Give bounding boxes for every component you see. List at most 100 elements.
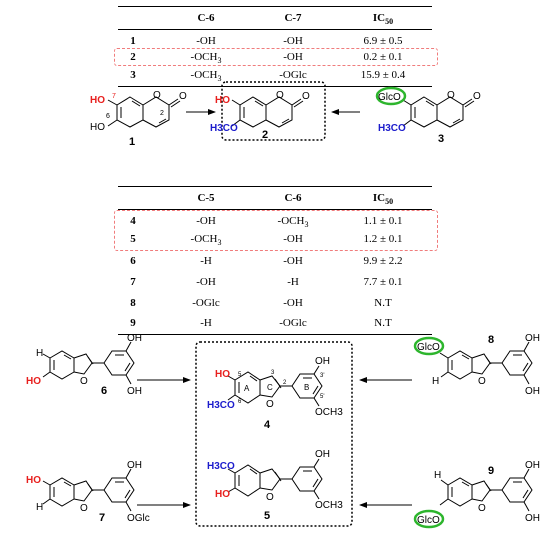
- row-c6: -OGlc: [279, 317, 307, 329]
- compound-number: 1: [129, 136, 135, 148]
- row-id: 4: [130, 215, 136, 227]
- position-label: 5: [238, 372, 242, 378]
- ring-label-c: C: [267, 383, 273, 392]
- hydrogen-label: H: [36, 348, 43, 359]
- row-c6: -OCH3: [277, 215, 309, 230]
- ring-oxygen-label: O: [153, 90, 161, 101]
- ring-oxygen-label: O: [80, 503, 88, 514]
- table-header-c6: C-6: [197, 12, 215, 24]
- position-label: 3': [320, 373, 324, 379]
- compound-number: 7: [99, 512, 105, 524]
- compound-number: 8: [488, 334, 494, 346]
- row-ic50: 1.2 ± 0.1: [363, 233, 403, 245]
- coumarin-1-skeleton: [107, 96, 181, 128]
- table-header-c7: C-7: [284, 12, 302, 24]
- ring-oxygen-label: O: [80, 376, 88, 387]
- position-label: 3: [271, 370, 275, 376]
- position-label: 7: [112, 93, 116, 100]
- table-coumarins: C-6 C-7 IC50 1 -OH -OH 6.9 ± 0.5 2 -OCH3…: [114, 6, 438, 87]
- row-id: 6: [130, 255, 136, 267]
- ring-oxygen-label: O: [276, 90, 284, 101]
- compound-number: 2: [262, 129, 268, 141]
- row-ic50: 9.9 ± 2.2: [363, 255, 403, 267]
- position-label: 6: [106, 113, 110, 120]
- hydroxy-label: OH: [127, 333, 142, 344]
- hydroxy-label: HO: [26, 475, 41, 486]
- glycoside-highlight: [375, 86, 407, 106]
- benzofuran-9-skeleton: [439, 468, 533, 512]
- row-id: 7: [130, 276, 136, 288]
- table-header-ic50: IC50: [372, 192, 394, 207]
- ring-oxygen-label: O: [266, 492, 274, 503]
- hydrogen-label: H: [434, 470, 441, 481]
- result-box-benzofuran: [195, 341, 353, 527]
- hydroxy-label: OH: [525, 386, 540, 397]
- methoxy-label: OCH3: [315, 407, 343, 418]
- table-bottom-rule: [118, 86, 432, 87]
- compound-number: 3: [438, 133, 444, 145]
- highlight-box-compound-2: [114, 48, 438, 66]
- compound-number: 6: [101, 385, 107, 397]
- row-ic50: 15.9 ± 0.4: [360, 69, 406, 81]
- result-box-coumarin: [221, 81, 326, 141]
- hydroxy-label: HO: [90, 95, 105, 106]
- table-header-c6: C-6: [284, 192, 302, 204]
- glycoside-highlight: [413, 336, 445, 356]
- glucoside-label: GlcO: [417, 515, 440, 526]
- row-c5: -OH: [196, 215, 216, 227]
- row-ic50: N.T: [374, 317, 392, 329]
- table-header-c5: C-5: [197, 192, 215, 204]
- row-c6: -OH: [196, 35, 216, 47]
- benzofuran-5-skeleton: [227, 458, 323, 500]
- row-id: 1: [130, 35, 136, 47]
- table-benzofurans: C-5 C-6 IC50 4 -OH -OCH3 1.1 ± 0.1 5 -OC…: [114, 186, 438, 336]
- row-c6: -OH: [283, 297, 303, 309]
- benzofuran-6-skeleton: [42, 341, 135, 385]
- table-header-rule: [118, 29, 432, 30]
- compound-number: 4: [264, 419, 271, 431]
- table-bottom-rule: [118, 334, 432, 335]
- position-label: 6: [238, 399, 242, 405]
- position-label: 2: [283, 380, 287, 386]
- row-c5: -H: [200, 317, 212, 329]
- compound-number: 5: [264, 510, 270, 522]
- hydroxy-label: OH: [315, 449, 330, 460]
- row-c6: -OCH3: [190, 69, 222, 84]
- row-c6: -H: [287, 276, 299, 288]
- highlight-box-compounds-4-5: [114, 210, 438, 251]
- position-label: 2: [160, 110, 164, 117]
- row-c6: -OH: [283, 255, 303, 267]
- position-label: 5': [320, 394, 324, 400]
- row-c7: -OH: [283, 51, 303, 63]
- row-c7: -OH: [283, 35, 303, 47]
- row-ic50: N.T: [374, 297, 392, 309]
- methoxy-label: H3CO: [210, 123, 238, 134]
- row-ic50: 0.2 ± 0.1: [363, 51, 403, 63]
- hydroxy-label: OH: [525, 333, 540, 344]
- hydroxy-label: OH: [525, 460, 540, 471]
- ring-label-b: B: [304, 383, 309, 392]
- hydroxy-label: OH: [127, 386, 142, 397]
- row-c6: -OCH3: [190, 51, 222, 66]
- hydroxy-label: HO: [215, 489, 230, 500]
- methoxy-label: H3CO: [207, 461, 235, 472]
- hydroxy-label: HO: [26, 376, 41, 387]
- benzofuran-4-skeleton: [227, 365, 323, 407]
- row-id: 8: [130, 297, 136, 309]
- table-header-rule: [118, 209, 432, 210]
- hydrogen-label: H: [36, 502, 43, 513]
- ring-oxygen-label: O: [447, 90, 455, 101]
- glucoside-label: OGlc: [127, 513, 150, 524]
- row-id: 3: [130, 69, 136, 81]
- ring-oxygen-label: O: [478, 376, 486, 387]
- hydroxy-label: HO: [215, 369, 230, 380]
- ring-oxygen-label: O: [478, 503, 486, 514]
- ring-oxygen-label: O: [266, 399, 274, 410]
- methoxy-label: H3CO: [207, 400, 235, 411]
- table-header-ic50: IC50: [372, 12, 394, 27]
- coumarin-3-skeleton: [402, 96, 475, 128]
- hydroxy-label: HO: [90, 122, 105, 133]
- row-ic50: 6.9 ± 0.5: [363, 35, 403, 47]
- table-top-rule: [118, 6, 432, 7]
- glucoside-label: GlcO: [378, 92, 401, 103]
